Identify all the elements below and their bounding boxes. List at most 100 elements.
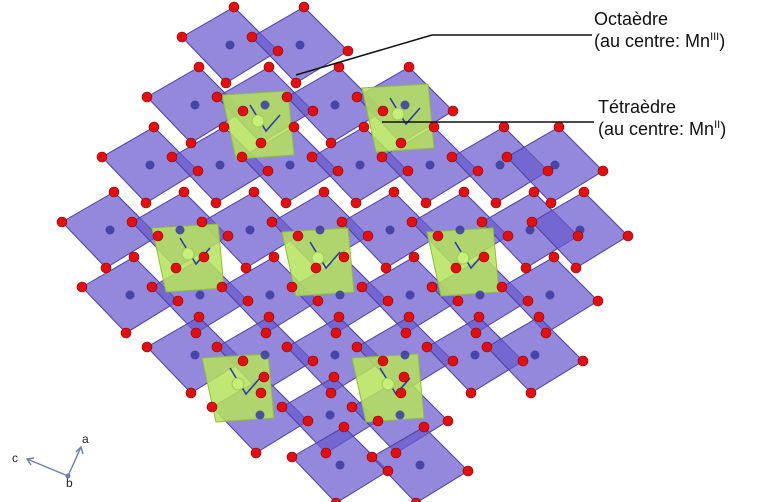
tetrahedron-detail-text: (au centre: Mn — [598, 119, 715, 139]
oxygen-atom — [408, 251, 420, 263]
oxygen-atom — [572, 230, 584, 242]
oxygen-atom — [528, 186, 540, 198]
oxygen-atom — [526, 216, 538, 228]
oxygen-atom — [255, 137, 267, 149]
mn-octahedral-atom — [355, 160, 365, 170]
atoms — [56, 1, 634, 502]
mn-octahedral-atom — [395, 410, 405, 420]
mn-tetrahedral-atom — [251, 114, 265, 128]
oxygen-atom — [465, 387, 477, 399]
oxygen-atom — [198, 251, 210, 263]
axis-c-label: c — [12, 451, 18, 465]
oxygen-atom — [522, 295, 534, 307]
oxygen-atom — [166, 151, 178, 163]
oxygen-atom — [577, 355, 589, 367]
oxygen-atom — [332, 165, 344, 177]
mn-octahedral-atom — [475, 290, 485, 300]
bond — [309, 241, 341, 270]
axis-a-label: a — [82, 432, 89, 446]
oxygen-atom — [262, 165, 274, 177]
mn-tetrahedral-atom — [456, 251, 470, 265]
axis-c-arrow — [26, 458, 69, 477]
oxygen-atom — [237, 355, 249, 367]
oxygen-atom — [281, 341, 293, 353]
mn-octahedral-atom — [105, 225, 115, 235]
oxygen-atom — [336, 216, 348, 228]
oxygen-atom — [170, 262, 182, 274]
oxygen-atom — [302, 415, 314, 427]
tetrahedron-label-title: Tétraèdre — [598, 97, 677, 117]
oxygen-atom — [172, 295, 184, 307]
oxygen-atom — [276, 401, 288, 413]
oxygen-atom — [501, 151, 513, 163]
mn-octahedral-atom — [315, 225, 325, 235]
tetrahedron-label-detail: (au centre: MnII) — [598, 118, 726, 140]
oxygen-atom — [281, 91, 293, 103]
oxygen-atom — [450, 262, 462, 274]
oxygen-atom — [498, 121, 510, 133]
oxygen-atom — [406, 216, 418, 228]
mn-octahedral-atom — [550, 160, 560, 170]
oxygen-atom — [478, 251, 490, 263]
oxygen-atom — [286, 281, 298, 293]
oxygen-atom — [553, 121, 565, 133]
tetrahedron-oxidation-state: II — [714, 119, 721, 131]
octahedron-callout-line — [295, 34, 433, 76]
oxygen-atom — [96, 151, 108, 163]
oxygen-atom — [382, 465, 394, 477]
oxygen-atom — [108, 186, 120, 198]
oxygen-atom — [307, 105, 319, 117]
oxygen-atom — [346, 401, 358, 413]
oxygen-atom — [338, 421, 350, 433]
mn-octahedral-atom — [495, 160, 505, 170]
oxygen-atom — [56, 216, 68, 228]
oxygen-atom — [320, 447, 332, 459]
oxygen-atom — [258, 371, 270, 383]
oxygen-atom — [338, 251, 350, 263]
mn-octahedral-atom — [330, 350, 340, 360]
oxygen-atom — [211, 341, 223, 353]
oxygen-atom — [268, 251, 280, 263]
oxygen-atom — [462, 465, 474, 477]
oxygen-atom — [402, 165, 414, 177]
oxygen-atom — [263, 61, 275, 73]
mn-octahedral-atom — [215, 160, 225, 170]
oxygen-atom — [246, 31, 258, 43]
oxygen-atom — [330, 497, 342, 502]
oxygen-atom — [395, 137, 407, 149]
mn-octahedral-atom — [385, 225, 395, 235]
oxygen-atom — [288, 121, 300, 133]
mn-octahedral-atom — [330, 100, 340, 110]
mn-octahedral-atom — [470, 350, 480, 360]
oxygen-atom — [248, 186, 260, 198]
oxygen-atom — [426, 281, 438, 293]
oxygen-atom — [176, 31, 188, 43]
oxygen-atom — [458, 186, 470, 198]
oxygen-atom — [545, 197, 557, 209]
oxygen-atom — [418, 421, 430, 433]
oxygen-atom — [318, 186, 330, 198]
mn-octahedral-atom — [335, 460, 345, 470]
oxygen-atom — [312, 295, 324, 307]
mn-tetrahedral-atom — [231, 377, 245, 391]
oxygen-atom — [395, 387, 407, 399]
bond — [389, 97, 421, 126]
oxygen-atom — [476, 216, 488, 228]
oxygen-atom — [472, 165, 484, 177]
oxygen-atom — [218, 121, 230, 133]
oxygen-atom — [306, 151, 318, 163]
mn-octahedral-atom — [145, 160, 155, 170]
oxygen-atom — [351, 341, 363, 353]
oxygen-atom — [193, 61, 205, 73]
mn-octahedral-atom — [195, 290, 205, 300]
oxygen-atom — [376, 151, 388, 163]
octahedron-detail-text: (au centre: Mn — [594, 31, 711, 51]
oxygen-atom — [517, 355, 529, 367]
oxygen-atom — [356, 281, 368, 293]
oxygen-atom — [148, 121, 160, 133]
oxygen-atom — [410, 497, 422, 502]
callout-lines — [295, 34, 594, 123]
oxygen-atom — [178, 186, 190, 198]
oxygen-atom — [542, 165, 554, 177]
